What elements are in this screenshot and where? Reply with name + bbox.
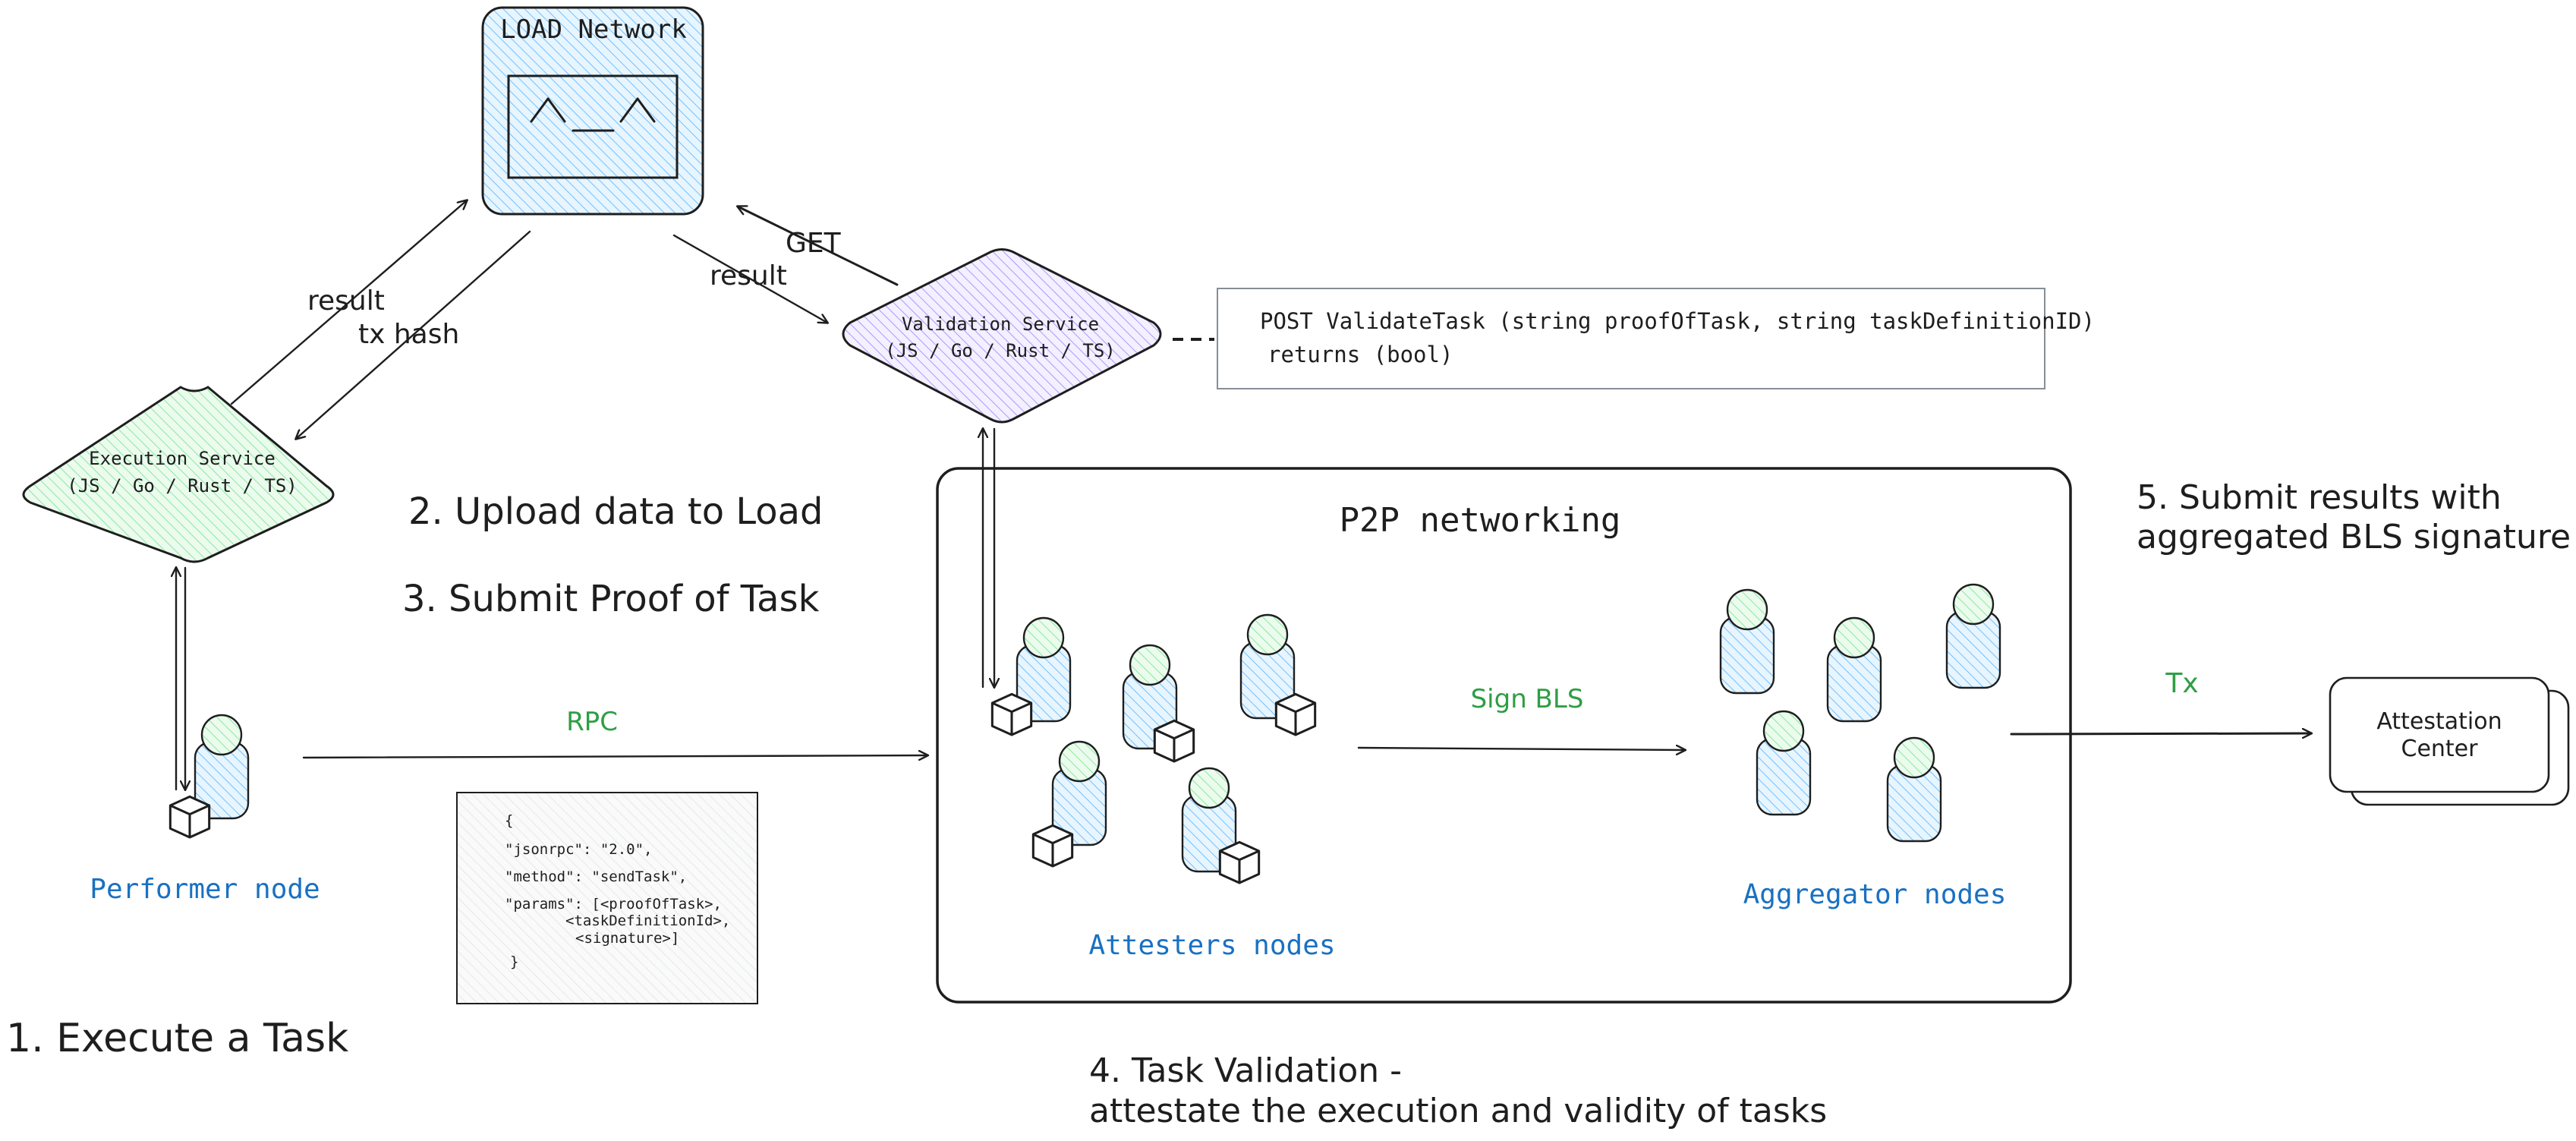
- step-4-label-line1: 4. Task Validation -: [1089, 1051, 1402, 1090]
- performer-node-label: Performer node: [90, 874, 320, 905]
- rpc-payload-line: "params": [<proofOfTask>,: [505, 896, 722, 912]
- edge-label-get: GET: [786, 228, 842, 259]
- attesters-nodes-label: Attesters nodes: [1088, 930, 1335, 961]
- edge-label-sign-bls: Sign BLS: [1471, 684, 1584, 714]
- execution-service: Execution Service (JS / Go / Rust / TS): [22, 386, 335, 563]
- edge-label-tx: Tx: [2165, 668, 2198, 699]
- aggregators-group: Aggregator nodes: [1719, 583, 2007, 910]
- rpc-payload-line: {: [505, 812, 513, 829]
- edge-label-result-right: result: [710, 260, 787, 292]
- load-network-title: LOAD Network: [500, 14, 687, 45]
- step-5-label-line1: 5. Submit results with: [2137, 478, 2502, 517]
- execution-service-langs: (JS / Go / Rust / TS): [67, 475, 297, 496]
- attestation-center: Attestation Center: [2329, 676, 2570, 806]
- rpc-payload-line: <signature>]: [575, 930, 679, 947]
- rpc-payload-line: "method": "sendTask",: [505, 868, 687, 885]
- attestation-center-label-line1: Attestation: [2376, 708, 2502, 735]
- aggregator-nodes-label: Aggregator nodes: [1743, 879, 2007, 910]
- edge-label-result-left: result: [307, 285, 385, 317]
- rpc-payload-line: "jsonrpc": "2.0",: [505, 841, 652, 858]
- rpc-payload-box: { "jsonrpc": "2.0", "method": "sendTask"…: [456, 792, 758, 1004]
- result-arrow-to-load: [230, 200, 467, 405]
- attester-cube-icon: [1274, 692, 1317, 736]
- tx-arrow: [2010, 733, 2311, 734]
- rpc-arrow: [302, 755, 927, 758]
- rpc-payload-line: <taskDefinitionId>,: [565, 912, 730, 929]
- performer-cube-icon: [168, 795, 211, 839]
- edge-label-tx-hash: tx hash: [358, 319, 459, 350]
- face-icon: [530, 97, 656, 132]
- step-2-label: 2. Upload data to Load: [408, 490, 823, 533]
- step-5-label-line2: aggregated BLS signature: [2137, 518, 2571, 556]
- aggregator-person-icon: [1886, 736, 1942, 843]
- performer-node: Performer node: [90, 568, 320, 905]
- aggregator-person-icon: [1945, 583, 2001, 689]
- step-3-label: 3. Submit Proof of Task: [402, 578, 820, 620]
- attester-cube-icon: [1218, 840, 1261, 884]
- step-1-label: 1. Execute a Task: [6, 1016, 348, 1061]
- validation-service: Validation Service (JS / Go / Rust / TS): [842, 248, 1162, 424]
- load-edges: [230, 200, 899, 439]
- rpc-payload-line: }: [510, 953, 518, 970]
- attesters-group: Attesters nodes: [990, 613, 1336, 961]
- execution-service-title: Execution Service: [89, 448, 276, 469]
- load-network-screen: [507, 74, 679, 179]
- validation-service-title: Validation Service: [902, 314, 1099, 335]
- edge-label-rpc: RPC: [566, 707, 618, 737]
- attester-cube-icon: [990, 692, 1033, 736]
- attestation-center-label-line2: Center: [2401, 736, 2479, 762]
- validate-task-api-box: POST ValidateTask (string proofOfTask, s…: [1217, 288, 2095, 389]
- aggregator-person-icon: [1756, 710, 1812, 816]
- get-arrow-to-load: [738, 206, 899, 286]
- validate-task-returns: returns (bool): [1268, 342, 1453, 367]
- validate-task-signature: POST ValidateTask (string proofOfTask, s…: [1260, 308, 2095, 334]
- attester-cube-icon: [1031, 824, 1074, 868]
- attester-cube-icon: [1153, 719, 1195, 763]
- p2p-networking-box: P2P networking: [936, 467, 2072, 1004]
- sign-bls-arrow: [1357, 748, 1685, 750]
- result-arrow-to-validation: [672, 234, 827, 323]
- tx-hash-arrow-to-execution: [296, 230, 531, 439]
- p2p-networking-title: P2P networking: [1340, 501, 1621, 540]
- aggregator-person-icon: [1719, 588, 1775, 695]
- step-4-label-line2: attestate the execution and validity of …: [1089, 1092, 1827, 1130]
- validation-service-langs: (JS / Go / Rust / TS): [885, 340, 1115, 361]
- aggregator-person-icon: [1826, 616, 1882, 723]
- load-network-box: LOAD Network: [481, 6, 704, 216]
